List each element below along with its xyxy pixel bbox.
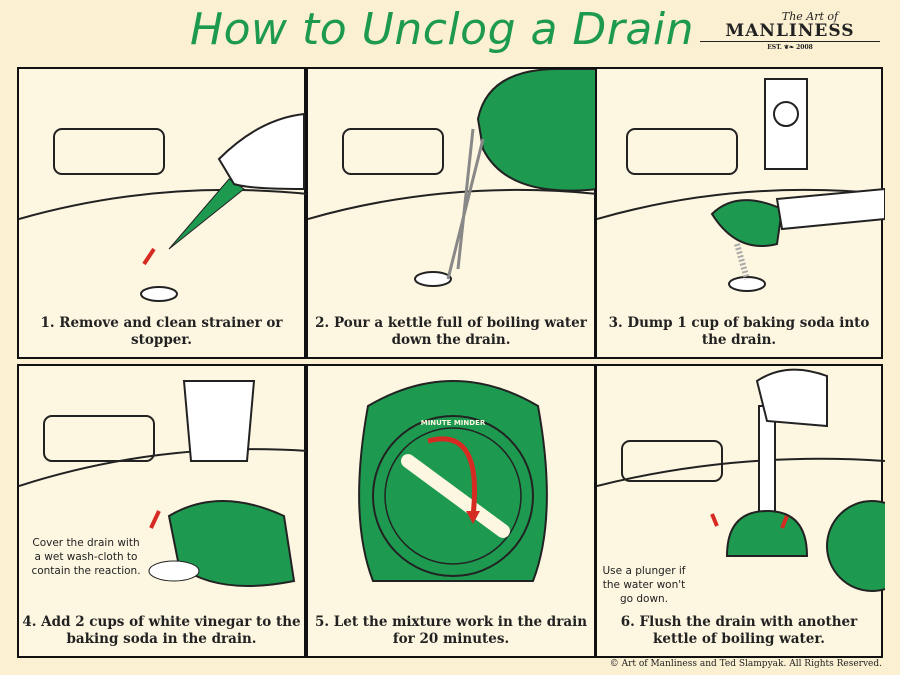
step-2-illustration [308,69,598,287]
step-1-panel: 1. Remove and clean strainer or stopper. [17,67,308,359]
logo-wordmark: MANLINESS [725,21,855,41]
step-5-panel: MINUTE MINDER 5. Let the mixture work in… [306,364,596,658]
page-title: How to Unclog a Drain [190,4,694,55]
step-3-panel: 3. Dump 1 cup of baking soda into the dr… [595,67,885,359]
step-6-caption: 6. Flush the drain with another kettle o… [620,614,858,647]
step-5-caption: 5. Let the mixture work in the drain for… [314,614,588,647]
step-1-caption: 1. Remove and clean strainer or stopper. [40,315,283,348]
step-4-illustration [19,380,308,587]
step-6-note: Use a plunger if the water won't go down… [602,565,686,605]
step-1-illustration [19,112,308,302]
copyright-footer: © Art of Manliness and Ted Slampyak. All… [609,659,882,669]
step-4-caption: 4. Add 2 cups of white vinegar to the ba… [22,614,301,647]
step-3-illustration [597,78,885,292]
logo-tagline: The Art of [781,10,839,23]
timer-label: MINUTE MINDER [420,419,486,427]
step-6-illustration [597,368,885,592]
step-3-caption: 3. Dump 1 cup of baking soda into the dr… [608,315,870,348]
step-4-note: Cover the drain with a wet wash-cloth to… [31,537,141,577]
art-of-manliness-logo: The Art of MANLINESS EST. ❦❧ 2008 [700,10,880,58]
step-4-panel: Cover the drain with a wet wash-cloth to… [17,364,308,658]
step-2-caption: 2. Pour a kettle full of boiling water d… [315,315,587,348]
logo-est: EST. ❦❧ 2008 [700,41,880,51]
step-5-illustration [358,380,548,582]
step-6-panel: Use a plunger if the water won't go down… [595,364,885,658]
step-2-panel: 2. Pour a kettle full of boiling water d… [306,67,598,359]
